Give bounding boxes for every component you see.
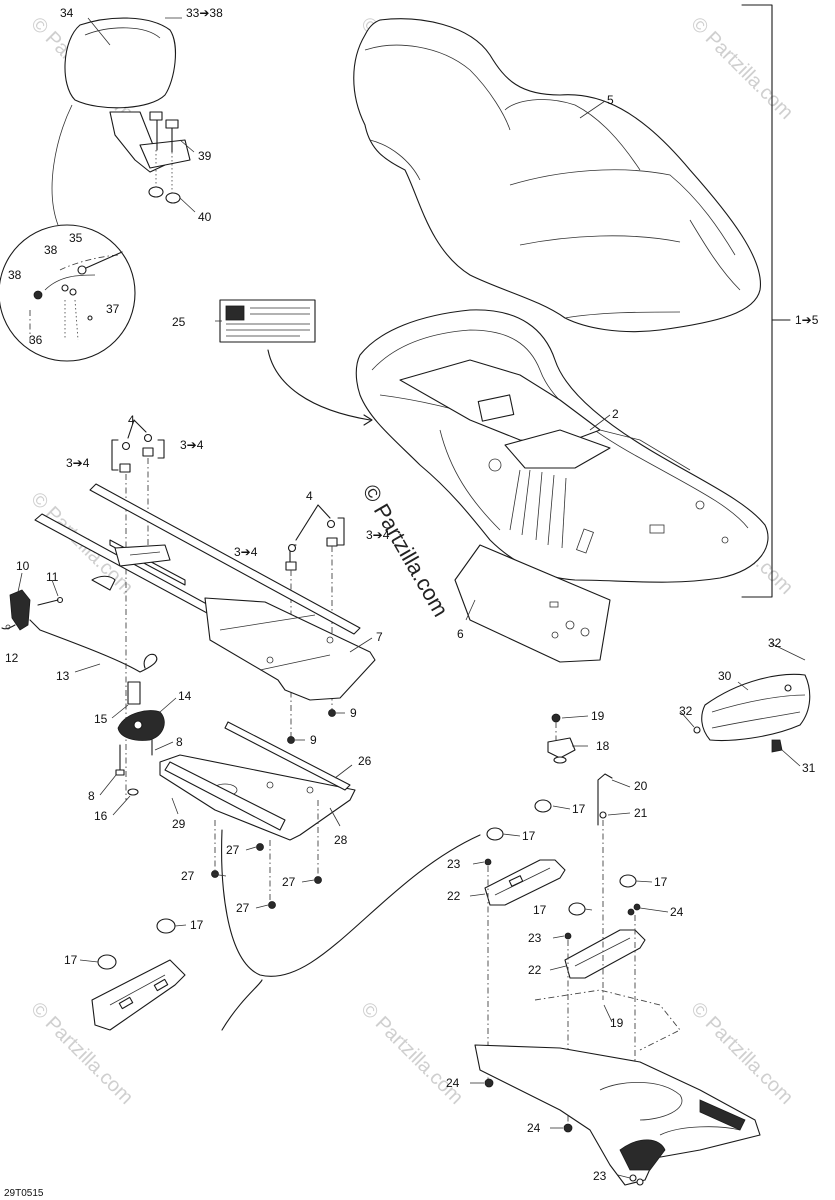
callout-bumper-17e: 17: [654, 875, 668, 889]
callout-foam-pad: 6: [457, 627, 464, 641]
callout-bracket-28: 28: [334, 833, 348, 847]
callout-right-4: 4: [306, 489, 313, 503]
callout-tray-26: 26: [358, 754, 372, 768]
callout-seat: 5: [607, 93, 614, 107]
callout-cable-13: 13: [56, 669, 70, 683]
callout-upper-3-4a: 3➔4: [66, 456, 90, 470]
decal-leader: [267, 349, 371, 421]
callout-bracket-29: 29: [172, 817, 186, 831]
callout-upper-4: 4: [128, 413, 135, 427]
callout-bolt-8b: 8: [88, 789, 95, 803]
detail-circle: [0, 224, 136, 362]
seat-base-drawing: [355, 309, 769, 583]
callout-backrest: 34: [60, 6, 74, 20]
callout-bracket-22a: 22: [447, 889, 461, 903]
tray-leader-2: [221, 979, 263, 1031]
callout-labels: 5 1➔5 2 25 6 34 33➔38 39 40 38 35 38 37 …: [5, 6, 819, 1183]
callout-nut-31: 31: [802, 761, 816, 775]
backrest-leader: [51, 104, 73, 226]
callout-hook-18: 18: [596, 739, 610, 753]
callout-right-3-4a: 3➔4: [234, 545, 258, 559]
callout-washer-16: 16: [94, 809, 108, 823]
hook-and-rod: [547, 713, 613, 826]
callout-detail-37: 37: [106, 302, 120, 316]
callout-clip-27a: 27: [226, 843, 240, 857]
callout-screw-32a: 32: [768, 636, 782, 650]
callout-detail-38a: 38: [44, 243, 58, 257]
callout-seat-assembly: 1➔5: [795, 313, 819, 327]
callout-nut-19b: 19: [610, 1016, 624, 1030]
callout-nut-9b: 9: [310, 733, 317, 747]
upper-mount-hardware: [111, 419, 165, 800]
callout-nut-40: 40: [198, 210, 212, 224]
latch-mechanism: [115, 681, 165, 796]
callout-rod-20: 20: [634, 779, 648, 793]
callout-screw-39: 39: [198, 149, 212, 163]
callout-screw-32b: 32: [679, 704, 693, 718]
callout-detail-35: 35: [69, 231, 83, 245]
frame-and-plate: [34, 483, 376, 701]
callout-screw-23c: 23: [593, 1169, 607, 1183]
callout-seat-base: 2: [612, 407, 619, 421]
callout-right-3-4b: 3➔4: [366, 528, 390, 542]
callout-nut-24b: 24: [446, 1076, 460, 1090]
callout-bolt-8a: 8: [176, 735, 183, 749]
foam-pad-drawing: [454, 544, 611, 663]
callout-latch-14: 14: [178, 689, 192, 703]
callout-nut-19a: 19: [591, 709, 605, 723]
tray-drawing: [159, 721, 356, 841]
callout-bumper-17c: 17: [572, 802, 586, 816]
decal-arrow: [363, 414, 373, 426]
callout-handle-30: 30: [718, 669, 732, 683]
callout-bumper-17d: 17: [522, 829, 536, 843]
leader-lines: [17, 17, 806, 1179]
callout-screw-23a: 23: [447, 857, 461, 871]
callout-clip-12: 12: [5, 651, 19, 665]
callout-label-decal: 25: [172, 315, 186, 329]
callout-detail-38b: 38: [8, 268, 22, 282]
watermark-3: © Partzilla.com: [686, 13, 797, 124]
callout-plate-7: 7: [376, 630, 383, 644]
callout-screw-23b: 23: [528, 931, 542, 945]
handle-drawing: [693, 673, 811, 753]
callout-detail-36: 36: [29, 333, 43, 347]
callout-bumper-17b: 17: [64, 953, 78, 967]
callout-bumper-17f: 17: [533, 903, 547, 917]
label-decal-drawing: [219, 299, 316, 343]
backrest-drawing: [64, 17, 191, 204]
callout-bracket-22b: 22: [528, 963, 542, 977]
callout-clip-27b: 27: [181, 869, 195, 883]
lower-left-bracket: [91, 918, 186, 1031]
watermark-center: © Partzilla.com: [358, 480, 454, 621]
bottom-frame: [474, 989, 761, 1186]
callout-nut-24c: 24: [527, 1121, 541, 1135]
callout-washer-21: 21: [634, 806, 648, 820]
drawing-code: 29T0515: [4, 1188, 44, 1199]
clips-27: [211, 709, 336, 909]
watermark-7: © Partzilla.com: [356, 998, 467, 1109]
callout-backrest-range: 33➔38: [186, 6, 223, 20]
assembly-bracket-line: [741, 4, 773, 598]
callout-nut-24a: 24: [670, 905, 684, 919]
callout-pin-15: 15: [94, 712, 108, 726]
latch-and-cable: [1, 589, 158, 673]
callout-bumper-17a: 17: [190, 918, 204, 932]
callout-nut-9a: 9: [350, 706, 357, 720]
callout-clip-27c: 27: [282, 875, 296, 889]
tray-leader: [221, 829, 481, 977]
callout-clip-27d: 27: [236, 901, 250, 915]
callout-pin-11: 11: [46, 570, 59, 584]
seat-drawing: [353, 18, 762, 333]
callout-latch-10: 10: [16, 559, 30, 573]
callout-upper-3-4b: 3➔4: [180, 438, 204, 452]
